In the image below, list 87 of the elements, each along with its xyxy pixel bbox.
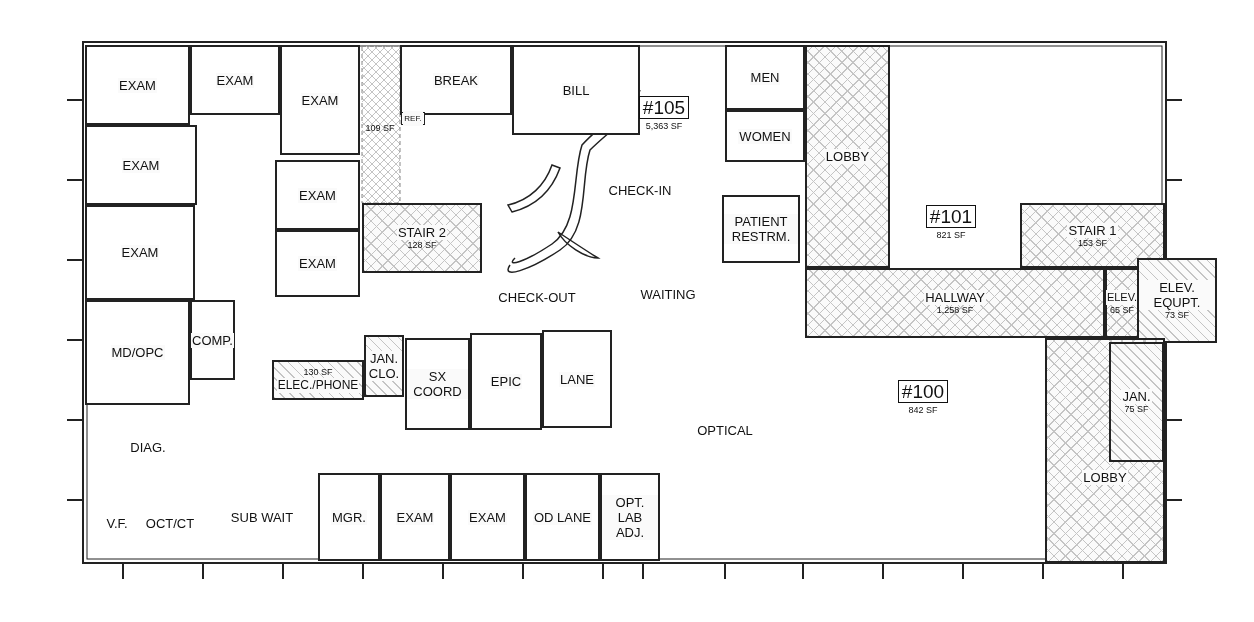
room bbox=[525, 473, 600, 561]
room-label: ELEV. bbox=[1105, 290, 1139, 305]
area-label: 65 SF bbox=[1110, 305, 1134, 316]
room bbox=[318, 473, 380, 561]
room-label: COMP. bbox=[191, 332, 234, 348]
area-label: 153 SF bbox=[1078, 237, 1107, 249]
room-label: JAN. bbox=[1121, 389, 1152, 404]
room bbox=[405, 338, 470, 430]
room bbox=[275, 230, 360, 297]
room-label: EXAM bbox=[300, 92, 340, 108]
room bbox=[85, 300, 190, 405]
room-label: EXAM bbox=[121, 157, 161, 173]
area-name-label: V.F. bbox=[106, 515, 128, 531]
unit-number-tag: #100 bbox=[897, 380, 949, 403]
room-label: HALLWAY bbox=[924, 290, 986, 305]
room-label: OD LANE bbox=[532, 509, 593, 525]
unit-number-tag: #105 bbox=[638, 96, 690, 119]
room-label: LOBBY bbox=[1082, 470, 1128, 485]
room bbox=[85, 125, 197, 205]
area-label: 109 SF bbox=[365, 123, 395, 133]
hatched-room bbox=[1045, 338, 1165, 563]
room-label: EPIC bbox=[489, 374, 523, 389]
room bbox=[512, 45, 640, 135]
room bbox=[725, 110, 805, 162]
room-label: WOMEN bbox=[738, 128, 792, 144]
area-name-label: SUB WAIT bbox=[230, 509, 294, 525]
room-label: OPT. LAB ADJ. bbox=[602, 494, 658, 540]
area-label: 5,363 SF bbox=[645, 121, 683, 132]
area-label: 821 SF bbox=[936, 230, 966, 241]
room-label: MD/OPC bbox=[110, 345, 165, 360]
room-label: EXAM bbox=[468, 509, 507, 525]
area-name-label: CHECK-OUT bbox=[498, 289, 576, 305]
area-label: 130 SF bbox=[303, 367, 333, 378]
room-label: EXAM bbox=[298, 187, 337, 203]
room-label: MGR. bbox=[331, 509, 367, 525]
area-name-label: WAITING bbox=[640, 286, 696, 302]
area-label: 128 SF bbox=[407, 240, 437, 251]
room bbox=[280, 45, 360, 155]
room-label: EXAM bbox=[215, 72, 255, 88]
room-label: LANE bbox=[559, 371, 595, 387]
area-name-label: DIAG. bbox=[130, 439, 166, 455]
room bbox=[600, 473, 660, 561]
area-label: 1,258 SF bbox=[936, 305, 974, 316]
area-label: 842 SF bbox=[908, 405, 938, 416]
room bbox=[190, 300, 235, 380]
area-name-label: OPTICAL bbox=[697, 422, 753, 438]
room-label: EXAM bbox=[118, 77, 157, 93]
room-label: STAIR 1 bbox=[1067, 222, 1118, 238]
hatched-room bbox=[805, 45, 890, 268]
hatched-room bbox=[1020, 203, 1165, 268]
area-name-label: CHECK-IN bbox=[608, 182, 672, 198]
hatched-room bbox=[805, 268, 1105, 338]
room-label: ELEV. EQUPT. bbox=[1139, 280, 1215, 310]
room bbox=[450, 473, 525, 561]
area-label: 73 SF bbox=[1165, 310, 1189, 321]
hatched-room bbox=[1109, 342, 1164, 462]
room bbox=[85, 205, 195, 300]
area-label: 75 SF bbox=[1124, 404, 1149, 415]
hatched-room bbox=[1137, 258, 1217, 343]
hatched-room bbox=[272, 360, 364, 400]
room bbox=[722, 195, 800, 263]
hatched-room bbox=[362, 203, 482, 273]
room-label: JAN. CLO. bbox=[366, 351, 402, 381]
room bbox=[275, 160, 360, 230]
room bbox=[190, 45, 280, 115]
room-label: BILL bbox=[561, 82, 591, 98]
room-label: MEN bbox=[749, 70, 781, 85]
room bbox=[725, 45, 805, 110]
room bbox=[542, 330, 612, 428]
room-label: STAIR 2 bbox=[396, 225, 448, 240]
room-label: REF. bbox=[403, 111, 423, 126]
hatched-room bbox=[364, 335, 404, 397]
room-label: SX COORD bbox=[407, 369, 468, 399]
unit-number-tag: #101 bbox=[925, 205, 977, 228]
room-label: LOBBY bbox=[824, 149, 871, 164]
room bbox=[400, 45, 512, 115]
hatched-room bbox=[1105, 268, 1139, 338]
room-label: EXAM bbox=[395, 509, 435, 525]
room bbox=[85, 45, 190, 125]
room-label: ELEC./PHONE bbox=[276, 378, 360, 393]
area-name-label: OCT/CT bbox=[145, 515, 195, 531]
room-label: EXAM bbox=[120, 245, 160, 260]
room-label: BREAK bbox=[432, 72, 480, 88]
room-label: EXAM bbox=[298, 256, 337, 271]
room bbox=[470, 333, 542, 430]
room bbox=[380, 473, 450, 561]
room-label: PATIENT RESTRM. bbox=[724, 214, 798, 244]
